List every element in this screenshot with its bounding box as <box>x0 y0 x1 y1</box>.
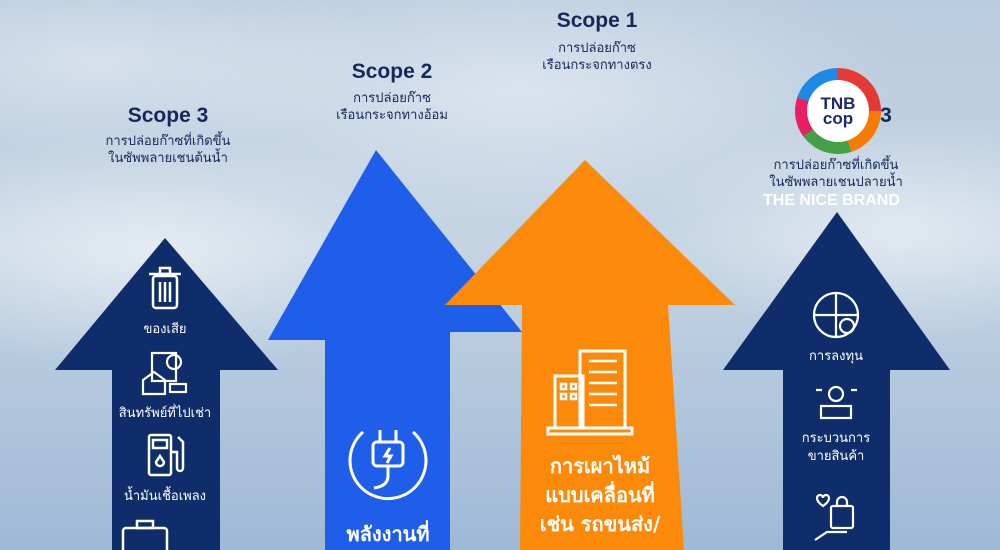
arrow-scope3-upstream <box>55 238 278 550</box>
scope3-down-desc: การปล่อยก๊าซที่เกิดขึ้นในซัพพลายเชนปลายน… <box>769 158 903 190</box>
scope3-up-title: Scope 3 <box>127 104 209 127</box>
scope1-desc: การปล่อยก๊าซเรือนกระจกทางตรง <box>542 41 652 73</box>
item-fuel: น้ำมันเชื้อเพลง <box>123 489 207 504</box>
scope3-down-title: 3 <box>880 104 892 127</box>
trash-icon <box>149 266 181 310</box>
leased-asset-icon <box>141 351 188 396</box>
scope1-title: Scope 1 <box>556 9 638 32</box>
scope2-desc: การปล่อยก๊าซเรือนกระจกทางอ้อม <box>336 91 448 123</box>
sales-process-icon <box>816 385 857 420</box>
investment-chart-icon <box>812 291 860 339</box>
brand-watermark: THE NICE BRAND <box>763 192 900 209</box>
item-leased-assets: สินทรัพย์ที่ไปเช่า <box>118 406 212 421</box>
scope3-up-desc: การปล่อยก๊าซที่เกิดขึ้นในซัพพลายเชนต้นน้… <box>105 134 231 166</box>
fuel-pump-icon <box>147 433 185 477</box>
arrow-scope2 <box>268 150 522 550</box>
building-icon <box>546 349 634 436</box>
scope2-title: Scope 2 <box>351 60 433 83</box>
power-plug-icon <box>348 430 428 501</box>
item-mobile-combustion: การเผาไหม้แบบเคลื่อนที่เช่น รถขนส่ง/ <box>539 454 661 536</box>
shopping-bag-hand-icon <box>814 493 855 541</box>
item-investment: การลงทุน <box>809 349 863 364</box>
item-sales-process: กระบวนการขายสินค้า <box>801 431 871 464</box>
arrow-scope3-downstream <box>723 212 950 550</box>
item-waste: ของเสีย <box>143 322 187 337</box>
arrow-scope1 <box>445 160 735 550</box>
briefcase-icon <box>121 519 169 550</box>
item-energy: พลังงานที่ <box>346 522 430 546</box>
